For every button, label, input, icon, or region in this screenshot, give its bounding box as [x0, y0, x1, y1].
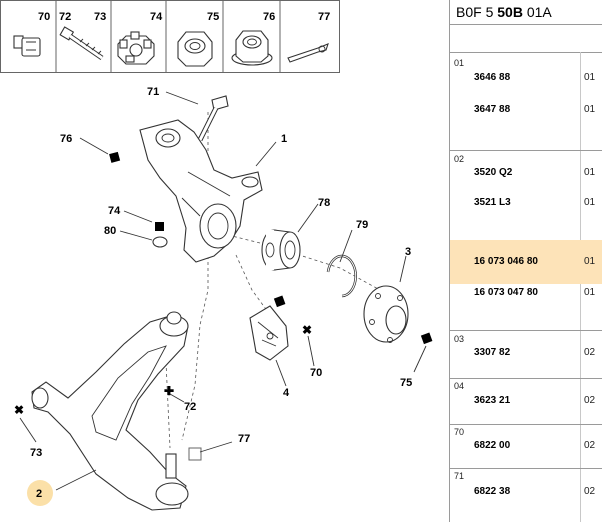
callout-72[interactable]: 72	[184, 401, 196, 413]
part-reference[interactable]: 6822 00	[474, 440, 511, 451]
svg-text:✖: ✖	[14, 403, 24, 417]
callout-77[interactable]: 77	[238, 433, 250, 445]
part-quantity: 01	[584, 104, 596, 115]
svg-text:✚: ✚	[164, 384, 174, 398]
group-divider	[450, 330, 602, 331]
highlighted-row-background	[450, 240, 602, 284]
callout-73[interactable]: 73	[30, 447, 42, 459]
thumbnail-73-74[interactable]: 73 74	[94, 11, 163, 65]
part-reference[interactable]: 3647 88	[474, 104, 511, 115]
hex-nut-icon	[177, 31, 213, 67]
group-divider	[450, 468, 602, 469]
long-bolt-icon	[59, 26, 104, 61]
callout-2[interactable]: 2	[36, 488, 42, 500]
part-reference[interactable]: 3646 88	[474, 72, 511, 83]
thumb-label-76: 76	[263, 11, 275, 23]
part-quantity: 02	[584, 395, 596, 406]
group-divider	[450, 150, 602, 151]
part-quantity: 02	[584, 440, 596, 451]
part-79-circlip[interactable]	[326, 254, 357, 298]
thumb-label-77: 77	[318, 11, 330, 23]
thumb-label-72: 72	[59, 11, 71, 23]
part-quantity: 01	[584, 287, 596, 298]
svg-text:✖: ✖	[302, 323, 312, 337]
part-quantity: 01	[584, 197, 596, 208]
assembly-guide-lines	[165, 112, 381, 449]
callout-70[interactable]: 70	[310, 367, 322, 379]
header-prefix: B0F 5	[456, 4, 498, 20]
callout-71[interactable]: 71	[147, 86, 159, 98]
part-quantity: 01	[584, 256, 596, 267]
split-pin-icon	[287, 43, 329, 63]
part-3-wheel-hub[interactable]	[363, 285, 409, 343]
part-reference[interactable]: 3521 L3	[474, 197, 511, 208]
qty-column-divider	[580, 52, 581, 522]
part-78-bearing[interactable]	[261, 229, 301, 271]
part-reference[interactable]: 16 073 047 80	[474, 287, 538, 298]
callout-75[interactable]: 75	[400, 377, 412, 389]
part-1-hub-carrier[interactable]	[139, 119, 263, 263]
group-number: 71	[454, 471, 465, 481]
callout-79[interactable]: 79	[356, 219, 368, 231]
part-quantity: 02	[584, 347, 596, 358]
table-top-divider	[450, 52, 602, 53]
bolt-icon	[13, 35, 41, 57]
callout-74[interactable]: 74	[108, 205, 121, 217]
thumbnail-77[interactable]: 77	[287, 11, 330, 63]
header-divider	[450, 24, 602, 25]
thumbnail-75[interactable]: 75	[177, 11, 219, 67]
group-number: 01	[454, 58, 465, 68]
thumb-label-75: 75	[207, 11, 219, 23]
part-quantity: 02	[584, 486, 596, 497]
callout-2-highlight	[27, 480, 53, 506]
thumb-label-73: 73	[94, 11, 106, 23]
group-divider	[450, 424, 602, 425]
part-reference[interactable]: 3307 82	[474, 347, 511, 358]
fastener-markers: ✖ ✚ ✖	[14, 151, 433, 461]
part-quantity: 01	[584, 167, 596, 178]
parts-list-panel: B0F 5 50B 01A 01 3646 88 01 3647 88 01 0…	[449, 0, 602, 522]
callout-76[interactable]: 76	[60, 133, 72, 145]
header-suffix: 01A	[522, 4, 552, 20]
thumbnail-76[interactable]: 76	[231, 11, 275, 66]
castle-nut-icon	[117, 31, 155, 65]
exploded-diagram: 70 72 73 74	[0, 0, 433, 511]
panel-header: B0F 5 50B 01A	[450, 0, 602, 24]
part-reference[interactable]: 6822 38	[474, 486, 511, 497]
callout-3[interactable]: 3	[405, 246, 411, 258]
part-reference[interactable]: 3520 Q2	[474, 167, 513, 178]
part-2-lower-arm[interactable]	[31, 311, 189, 511]
flange-nut-icon	[231, 30, 273, 66]
callout-4[interactable]: 4	[283, 387, 290, 399]
group-number: 04	[454, 381, 465, 391]
group-number: 03	[454, 334, 465, 344]
part-quantity: 01	[584, 72, 596, 83]
header-bold: 50B	[497, 4, 523, 20]
thumbnail-72[interactable]: 72	[59, 11, 104, 61]
thumb-label-74: 74	[150, 11, 163, 23]
callout-80[interactable]: 80	[104, 225, 116, 237]
part-reference[interactable]: 16 073 046 80	[474, 256, 538, 267]
thumbnail-70[interactable]: 70	[13, 11, 50, 57]
group-number: 02	[454, 154, 465, 164]
group-number: 70	[454, 427, 465, 437]
callout-78[interactable]: 78	[318, 197, 330, 209]
callout-1[interactable]: 1	[281, 133, 287, 145]
part-4-heat-shield[interactable]	[249, 305, 289, 361]
part-reference[interactable]: 3623 21	[474, 395, 511, 406]
part-71-bolt[interactable]	[197, 95, 229, 142]
group-divider	[450, 378, 602, 379]
leader-lines	[19, 91, 427, 491]
callouts: 71 76 1 74 80 78 79 3 72 70 4 75 73 77 2	[27, 86, 412, 506]
thumbnail-strip: 70 72 73 74	[0, 0, 340, 73]
thumb-label-70: 70	[38, 11, 50, 23]
